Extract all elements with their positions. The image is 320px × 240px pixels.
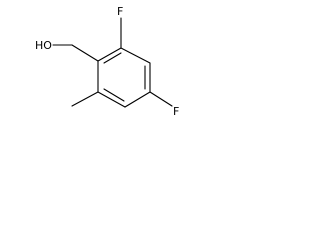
double-bond-c1-c2-inner [103, 52, 122, 64]
fluorine-top-label: F [117, 5, 123, 18]
bond-c2-c3 [120, 47, 151, 64]
bond-c4-c5 [124, 91, 151, 108]
bond-c5-c6 [97, 91, 126, 108]
bond-c4-f [149, 91, 173, 107]
bond-c1-c2 [97, 47, 122, 62]
double-bond-c5-c6-inner [103, 88, 125, 102]
bond-c1-ch2 [71, 44, 99, 62]
bond-c6-methyl [71, 91, 99, 107]
hydroxyl-label: HO [35, 39, 52, 52]
fluorine-right-label: F [173, 105, 179, 118]
structure-diagram: HO F F [35, 5, 179, 118]
